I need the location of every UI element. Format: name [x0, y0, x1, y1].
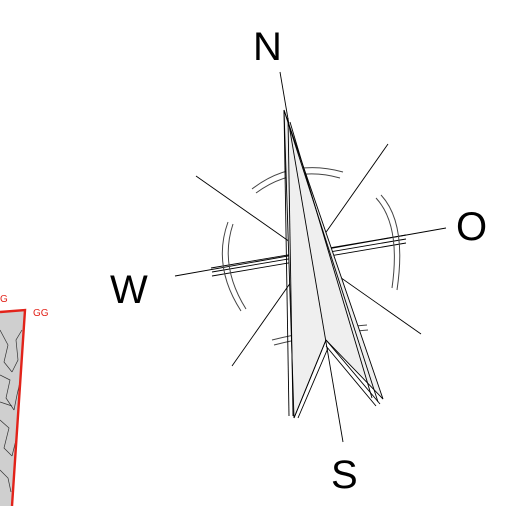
west-label: W — [110, 268, 148, 312]
plot-label-right: GG — [33, 308, 49, 319]
plot-label-top: G — [0, 294, 8, 305]
compass-rose: N S O W — [110, 25, 487, 497]
east-label: O — [456, 205, 487, 249]
north-needle — [284, 110, 383, 418]
land-plot: GG G — [0, 294, 49, 506]
north-label: N — [253, 25, 282, 69]
south-label: S — [331, 453, 358, 497]
